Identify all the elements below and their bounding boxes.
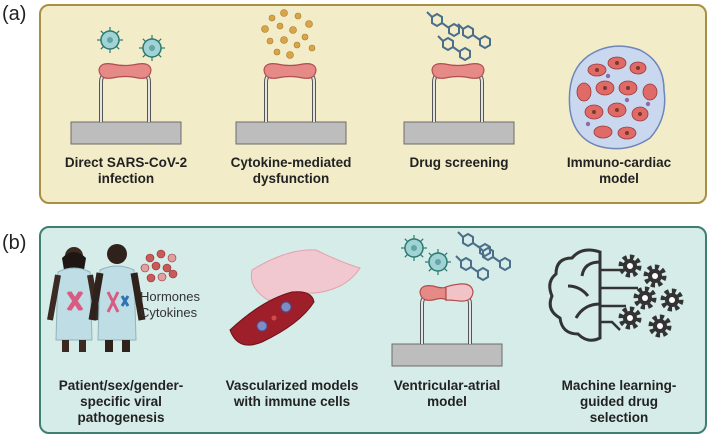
drug-molecule-icon [457,23,491,49]
bioreactor-3 [403,63,515,145]
gear-icon [621,309,639,327]
virus-icon [424,248,452,276]
drug-molecule-icon [437,35,471,61]
caption-machine-learning: Machine learning- guided drug selection [561,378,677,425]
drug-molecule-icon [477,245,511,271]
drug-molecule-icon [455,255,489,281]
caption-ventricular-atrial: Ventricular-atrial model [393,378,501,409]
caption-patient-pathogenesis: Patient/sex/gender- specific viral patho… [58,378,184,425]
circuit-lines-icon [600,268,638,331]
brain-icon [548,248,602,342]
caption-immuno-cardiac: Immuno-cardiac model [566,155,672,186]
bioreactor-2 [235,63,347,145]
hormones-label: Hormones [140,289,200,304]
gear-icon [663,291,681,309]
caption-drug-screening: Drug screening [409,155,509,170]
caption-direct-infection: Direct SARS-CoV-2 infection [64,155,188,186]
drug-molecule-icon [457,231,491,257]
bioreactor-1 [70,63,182,145]
gear-icon [646,267,664,285]
cytokine-particles-icon [261,9,316,59]
gear-icon [621,257,639,275]
gear-icon [651,317,669,335]
male-patient-icon [88,244,146,352]
hormone-particles-icon [140,249,178,283]
female-patient-icon [47,247,101,352]
virus-icon [96,26,124,54]
gear-icon [636,289,654,307]
caption-vascularized-models: Vascularized models with immune cells [225,378,359,409]
drug-molecule-icon [426,11,460,37]
panel-a-label: (a) [2,3,27,25]
bioreactor-ventricular-atrial [391,283,503,367]
cytokines-label: Cytokines [140,305,198,320]
immuno-cardiac-tissue-icon [568,45,666,150]
caption-cytokine-dysfunction: Cytokine-mediated dysfunction [230,155,352,186]
vascular-vessel-icon [229,249,361,346]
virus-icon [400,234,428,262]
virus-icon [138,34,166,62]
panel-b-label: (b) [2,232,27,254]
